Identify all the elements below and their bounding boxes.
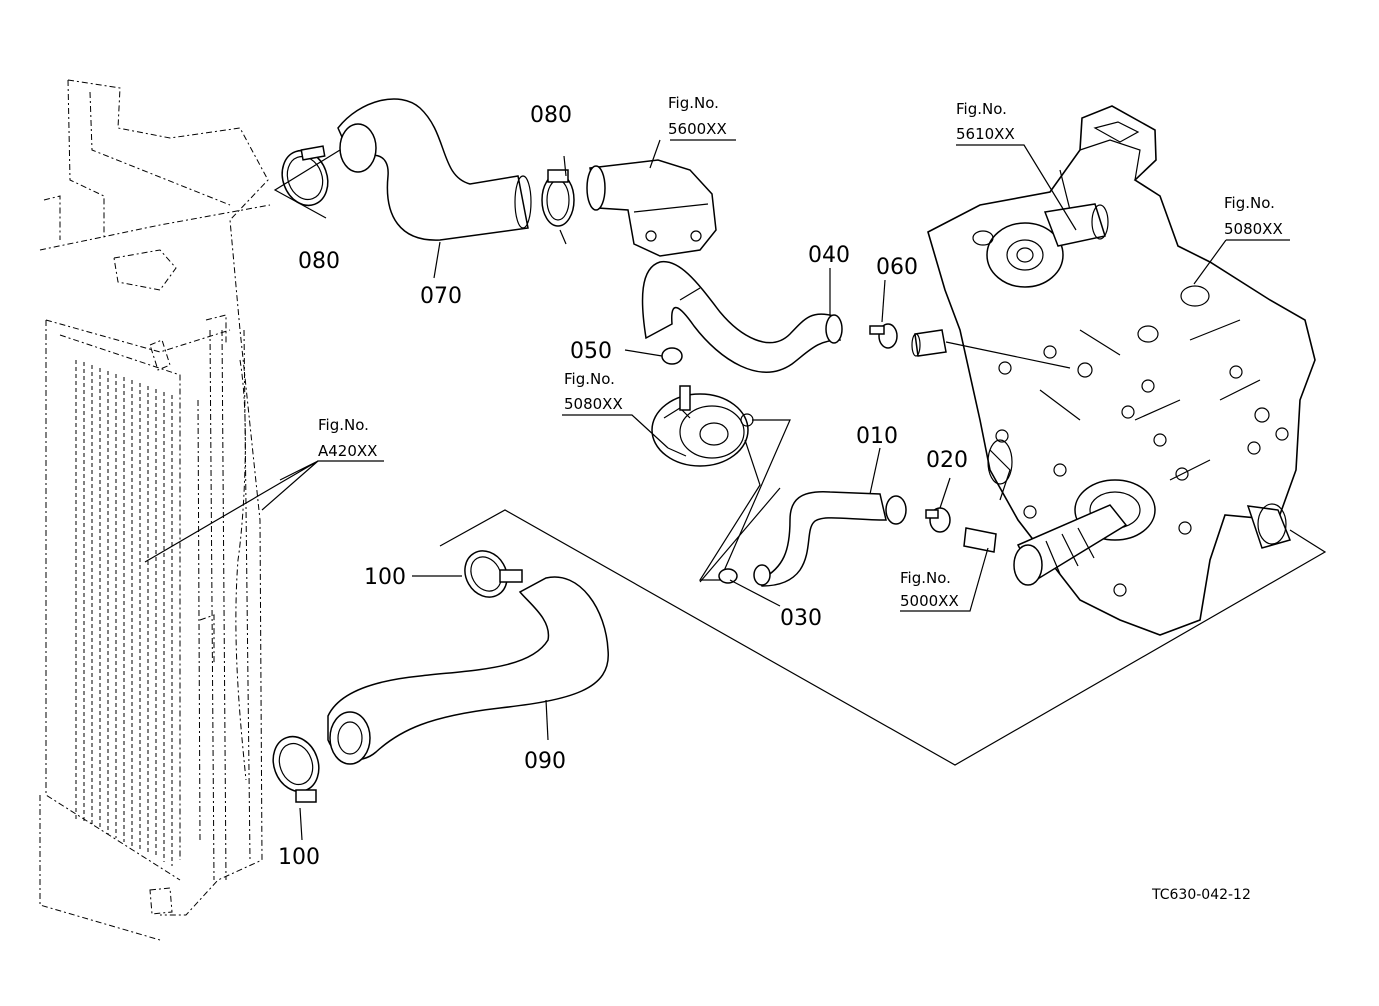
reference-lines: [439, 419, 1327, 766]
label-080-left: 080: [298, 249, 340, 274]
fig-ref-5080-cooler-prefix: Fig.No.: [564, 370, 615, 388]
label-050: 050: [570, 339, 612, 364]
label-030: 030: [780, 606, 822, 631]
label-090: 090: [524, 749, 566, 774]
radiator-core-fins: [75, 360, 173, 866]
hose-070: [337, 98, 532, 241]
fig-ref-a420-prefix: Fig.No.: [318, 416, 369, 434]
fig-ref-5000-code: 5000XX: [900, 592, 959, 610]
fig-ref-5000-prefix: Fig.No.: [900, 569, 951, 587]
clamp-020: [925, 507, 951, 533]
label-010: 010: [856, 424, 898, 449]
radiator-assembly: [39, 79, 271, 941]
label-080-right: 080: [530, 103, 572, 128]
part-labels: 080 080 070 040 060 050 010 020 030 100 …: [278, 103, 968, 870]
thermostat-cover: [586, 159, 717, 257]
clamp-050: [661, 347, 683, 365]
pipe-to-engine-upper: [914, 329, 947, 357]
label-070: 070: [420, 284, 462, 309]
pipe-to-engine-lower: [963, 527, 997, 553]
label-040: 040: [808, 243, 850, 268]
label-020: 020: [926, 448, 968, 473]
hose-090: [327, 576, 609, 765]
clamp-060: [869, 323, 898, 349]
bolt-bosses: [995, 345, 1289, 597]
drawing-code: TC630-042-12: [1151, 887, 1251, 903]
fig-ref-5080-right-prefix: Fig.No.: [1224, 194, 1275, 212]
clamp-100-top: [464, 550, 523, 598]
clamp-080-right: [541, 169, 575, 227]
hose-040: [641, 260, 843, 373]
fig-ref-5610-code: 5610XX: [956, 125, 1015, 143]
water-pump: [972, 203, 1109, 288]
label-060: 060: [876, 255, 918, 280]
figure-references: Fig.No. 5600XX Fig.No. 5610XX Fig.No. 50…: [318, 94, 1283, 610]
fig-ref-5600-prefix: Fig.No.: [668, 94, 719, 112]
fig-ref-5600-code: 5600XX: [668, 120, 727, 138]
leader-lines: [144, 139, 1290, 841]
clamp-100-bottom: [272, 735, 320, 803]
fig-ref-5080-right-code: 5080XX: [1224, 220, 1283, 238]
engine-gear-case: [927, 105, 1316, 636]
fig-ref-a420-code: A420XX: [318, 442, 377, 460]
fig-ref-5610-prefix: Fig.No.: [956, 100, 1007, 118]
label-100-top: 100: [364, 565, 406, 590]
clamp-080-left: [281, 145, 329, 207]
crankshaft: [1013, 479, 1156, 586]
hose-010: [753, 491, 907, 587]
clamp-030: [718, 568, 738, 584]
fig-ref-5080-cooler-code: 5080XX: [564, 395, 623, 413]
oil-cooler: [651, 385, 754, 467]
label-100-bottom: 100: [278, 845, 320, 870]
